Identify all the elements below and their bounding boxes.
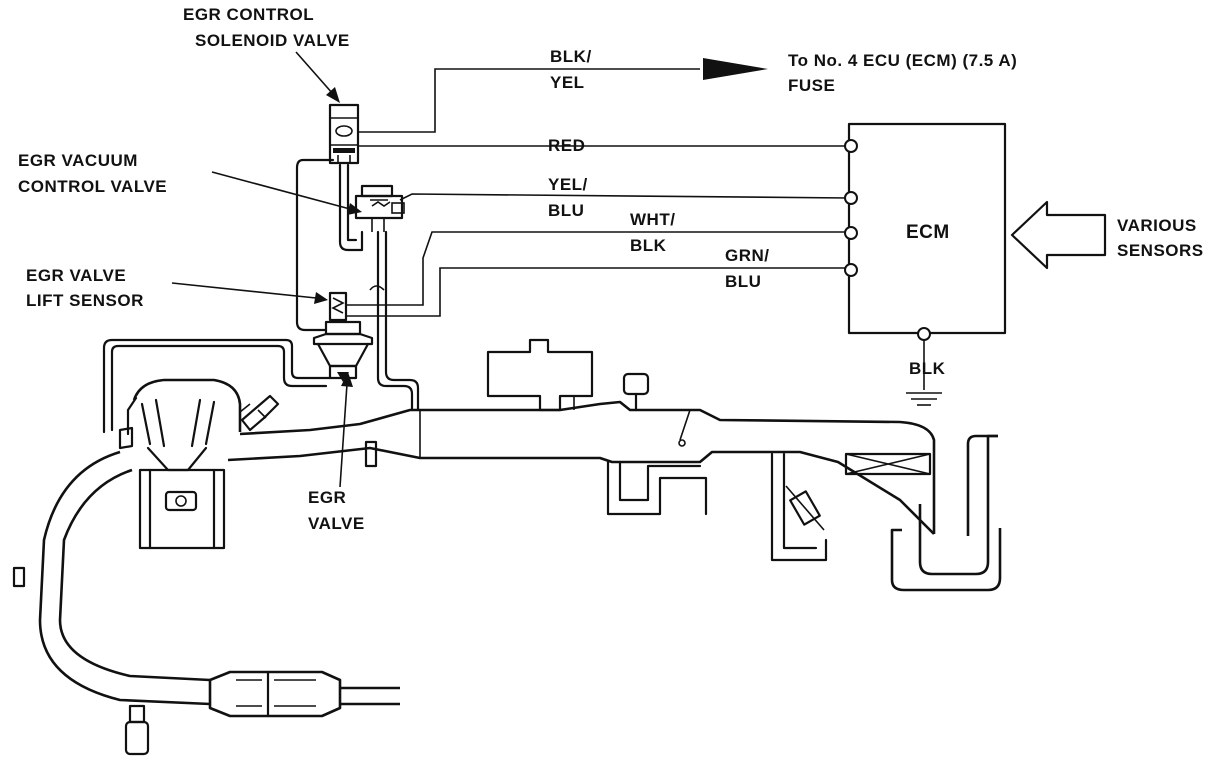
exhaust-pipe-inner bbox=[58, 468, 211, 682]
tailpipe bbox=[340, 686, 400, 706]
throttle-body-plenum bbox=[486, 338, 594, 412]
intake-gasket bbox=[364, 440, 378, 468]
intake-tract-top bbox=[239, 400, 936, 534]
egr-valve-label-1: EGR bbox=[308, 488, 346, 507]
egr-control-solenoid-label-1: EGR CONTROL bbox=[183, 5, 314, 24]
fuse-label-2: FUSE bbox=[788, 76, 835, 95]
throttle-plate bbox=[679, 409, 691, 441]
exhaust-pipe-outer bbox=[38, 450, 211, 706]
egr-valve bbox=[312, 320, 374, 382]
intake-air-sensor bbox=[770, 452, 828, 562]
solenoid-to-vacuum-valve-hose bbox=[346, 163, 358, 242]
wire-grn-blu-label-1: GRN/ bbox=[725, 246, 770, 265]
egr-valve-lift-sensor bbox=[328, 291, 348, 322]
fuse-direction-arrow bbox=[703, 58, 768, 80]
yel-blu-wire bbox=[399, 193, 850, 201]
egr-vacuum-control-valve bbox=[354, 184, 405, 232]
wire-blk-yel-label-2: YEL bbox=[550, 73, 585, 92]
idle-air-passage bbox=[618, 460, 702, 502]
blk-yel-wire bbox=[357, 58, 768, 133]
ecm-terminal-wht-blk bbox=[844, 226, 858, 240]
exhaust-flange bbox=[12, 566, 26, 588]
egr-return-pipe-inner bbox=[110, 344, 328, 432]
various-sensors-label-1: VARIOUS bbox=[1117, 216, 1197, 235]
fuse-label-1: To No. 4 ECU (ECM) (7.5 A) bbox=[788, 51, 1017, 70]
fuel-injector bbox=[239, 394, 280, 432]
egr-control-solenoid-valve bbox=[328, 103, 360, 165]
air-cleaner-housing bbox=[918, 434, 998, 576]
egr-control-solenoid-label-2: SOLENOID VALVE bbox=[195, 31, 350, 50]
wire-yel-blu-label-1: YEL/ bbox=[548, 175, 588, 194]
ecm-label: ECM bbox=[906, 222, 950, 243]
various-sensors-label-2: SENSORS bbox=[1117, 241, 1204, 260]
air-cleaner-housing-outer bbox=[890, 528, 1002, 592]
vacuum-valve-leader-arrow bbox=[211, 171, 362, 215]
catalytic-converter bbox=[208, 670, 342, 718]
intake-tract-bottom bbox=[227, 446, 935, 535]
egr-lift-sensor-label-1: EGR VALVE bbox=[26, 266, 126, 285]
engine-cylinder bbox=[118, 378, 242, 550]
hose-crossover bbox=[369, 285, 385, 291]
wire-blk-yel-label-1: BLK/ bbox=[550, 47, 592, 66]
solenoid-vacuum-hose-inner bbox=[338, 163, 364, 252]
solenoid-leader-arrow bbox=[295, 51, 340, 103]
wire-blk-ground-label: BLK bbox=[909, 359, 946, 378]
ground-icon bbox=[906, 340, 942, 406]
vacuum-valve-to-intake-hose bbox=[376, 230, 414, 412]
ecm-terminal-yel-blu bbox=[844, 191, 858, 205]
wire-yel-blu-label-2: BLU bbox=[548, 201, 584, 220]
egr-vacuum-control-label-1: EGR VACUUM bbox=[18, 151, 138, 170]
egr-lift-sensor-label-2: LIFT SENSOR bbox=[26, 291, 144, 310]
egr-valve-leader-arrow bbox=[339, 372, 353, 488]
wire-wht-blk-label-1: WHT/ bbox=[630, 210, 675, 229]
throttle-position-sensor bbox=[622, 372, 650, 412]
wire-wht-blk-label-2: BLK bbox=[630, 236, 667, 255]
ecm-terminal-grn-blu bbox=[844, 263, 858, 277]
ecm-terminal-ground bbox=[917, 327, 931, 341]
idle-air-control-valve bbox=[606, 460, 708, 516]
wht-blk-wire bbox=[346, 231, 849, 306]
wire-grn-blu-label-2: BLU bbox=[725, 272, 761, 291]
oxygen-sensor bbox=[124, 704, 150, 756]
air-cleaner-inlet bbox=[966, 434, 998, 536]
vacuum-valve-to-intake-hose-2 bbox=[384, 230, 420, 412]
ecm-terminal-red bbox=[844, 139, 858, 153]
lift-sensor-leader-arrow bbox=[171, 282, 328, 304]
throttle-shaft bbox=[678, 439, 686, 447]
egr-return-pipe-outer bbox=[102, 338, 332, 434]
air-cleaner-element bbox=[844, 452, 932, 476]
various-sensors-input-arrow bbox=[1010, 200, 1107, 270]
egr-vacuum-control-label-2: CONTROL VALVE bbox=[18, 177, 167, 196]
solenoid-vacuum-hose-outer bbox=[295, 158, 335, 332]
egr-valve-label-2: VALVE bbox=[308, 514, 365, 533]
grn-blu-wire bbox=[346, 267, 849, 317]
